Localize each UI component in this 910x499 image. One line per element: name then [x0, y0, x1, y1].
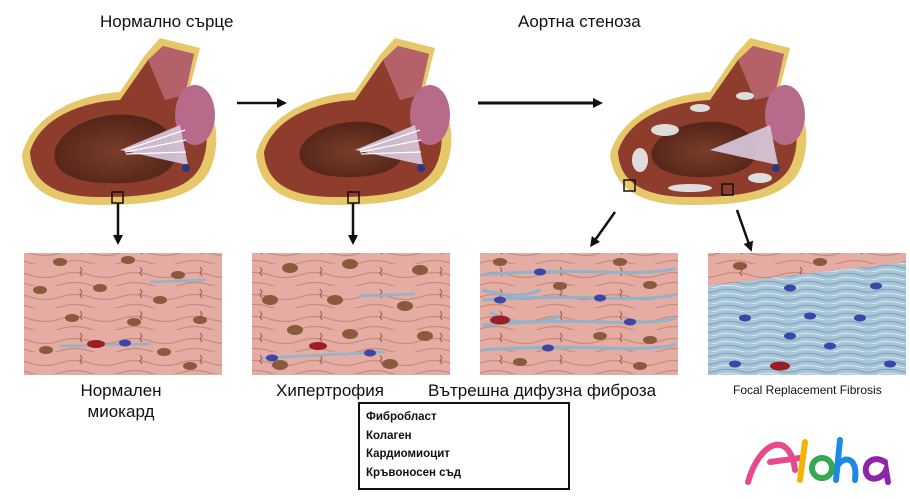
tissue-panel-diffuse — [480, 253, 678, 375]
label-normal-myocardium: Нормален миокард — [78, 380, 164, 422]
legend-cardiomyocyte-label: Кардиомиоцит — [366, 448, 450, 460]
label-hypertrophy: Хипертрофия — [276, 381, 384, 400]
tissue-panel-focal — [708, 253, 906, 375]
sample-box-diffuse — [623, 179, 636, 192]
tissue-panel-normal — [24, 253, 222, 375]
arrow-to-diffuse-tissue — [590, 211, 617, 248]
heart-hypertrophy — [256, 38, 452, 205]
legend-box — [358, 402, 570, 490]
heart-normal — [22, 38, 217, 205]
tissue-panel-hypertrophy — [252, 253, 450, 375]
arrow-to-focal-tissue — [735, 209, 754, 252]
aloha-logo — [745, 437, 891, 485]
label-diffuse-fibrosis: Вътрешна дифузна фиброза — [428, 381, 657, 400]
label-normal-line1: Нормален — [80, 381, 162, 400]
label-focal-fibrosis: Focal Replacement Fibrosis — [733, 383, 882, 397]
normal-heart-title: Нормално сърце — [100, 12, 234, 31]
label-normal-line2: миокард — [87, 402, 155, 421]
heart-stenosis — [610, 38, 807, 205]
sample-box-focal — [721, 183, 734, 196]
legend-collagen-label: Колаген — [366, 430, 412, 442]
legend-fibroblast-label: Фибробласт — [366, 411, 437, 423]
legend-vessel-label: Кръвоносен съд — [366, 467, 462, 479]
aortic-stenosis-title: Аортна стеноза — [518, 12, 641, 31]
